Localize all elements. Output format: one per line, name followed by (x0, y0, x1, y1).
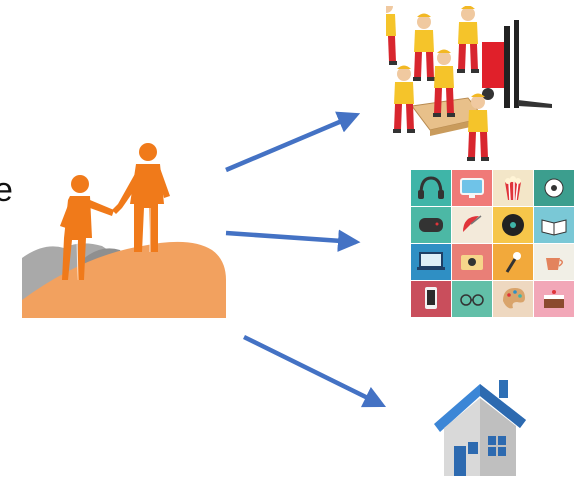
satellite-dish-icon (463, 215, 482, 232)
headphones-icon (418, 176, 444, 199)
workers-carrying-furniture-icon (386, 6, 554, 168)
laptop-icon (417, 252, 445, 270)
paint-palette-icon (503, 288, 525, 309)
hobbies-grid-icon (411, 170, 574, 317)
smartphone-icon (425, 287, 437, 309)
open-book-icon (541, 219, 567, 236)
clipped-text: e (0, 171, 13, 209)
camera-icon (461, 255, 483, 270)
arrow-to-hobbies (225, 229, 361, 252)
arrow-to-house (243, 334, 387, 408)
microphone-icon (505, 252, 521, 273)
tv-icon (460, 178, 484, 198)
helping-hand-mountain-icon (22, 140, 228, 322)
cake-icon (544, 290, 564, 308)
vinyl-record-icon (502, 214, 524, 236)
soccer-ball-icon (544, 178, 564, 198)
coffee-cup-icon (546, 258, 563, 270)
house-icon (428, 376, 530, 478)
glasses-icon (460, 294, 484, 306)
arrow-to-workers (225, 111, 361, 173)
popcorn-icon (505, 176, 521, 201)
gamepad-icon (419, 218, 443, 232)
